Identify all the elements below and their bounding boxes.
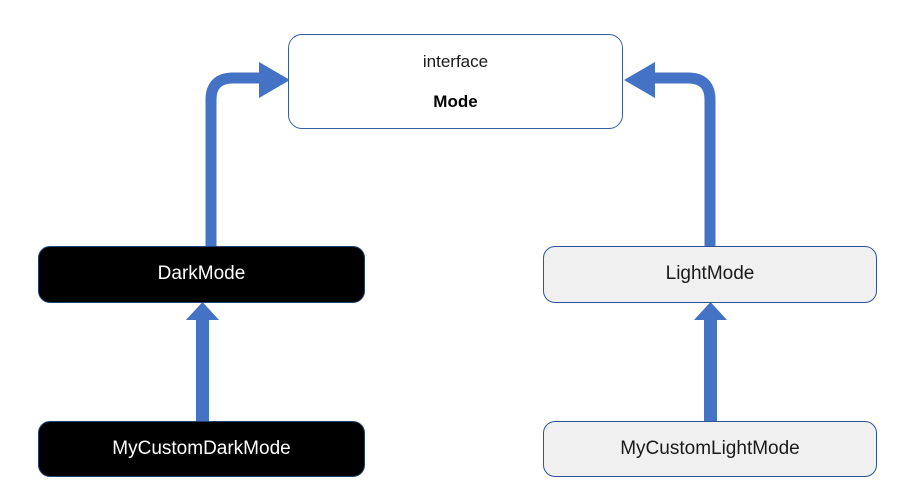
node-interface-mode[interactable]: interface Mode xyxy=(288,34,623,129)
node-mycustomlightmode[interactable]: MyCustomLightMode xyxy=(543,421,877,477)
node-darkmode-label: DarkMode xyxy=(157,263,246,285)
edge-mycustomdarkmode-to-darkmode xyxy=(186,302,219,422)
edge-darkmode-to-mode xyxy=(205,62,290,246)
interface-stereotype-label: interface xyxy=(422,51,489,71)
node-mycustomdarkmode-label: MyCustomDarkMode xyxy=(112,437,291,459)
edge-lightmode-to-mode xyxy=(624,62,716,246)
node-mycustomdarkmode[interactable]: MyCustomDarkMode xyxy=(38,421,365,477)
node-lightmode-label: LightMode xyxy=(665,263,755,285)
node-lightmode[interactable]: LightMode xyxy=(543,246,877,303)
interface-name-label: Mode xyxy=(433,91,478,111)
node-mycustomlightmode-label: MyCustomLightMode xyxy=(620,437,800,459)
edge-mycustomlightmode-to-lightmode xyxy=(694,302,727,422)
node-darkmode[interactable]: DarkMode xyxy=(38,246,365,303)
